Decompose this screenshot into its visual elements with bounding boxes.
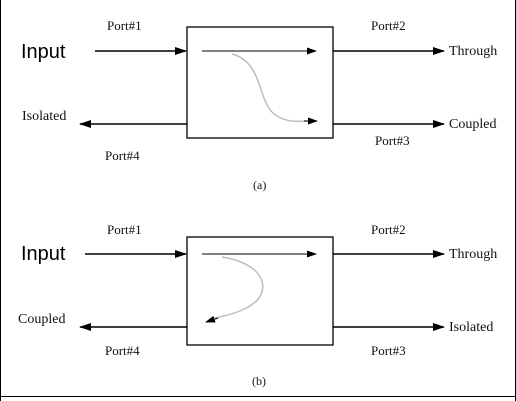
panel-a-port3-label: Port#3 — [375, 133, 410, 148]
panel-a-port2-label: Port#2 — [371, 18, 406, 33]
panel-b-coupler-box — [186, 236, 334, 346]
panel-b-isolated-label: Isolated — [449, 320, 493, 335]
frame-left-border — [0, 0, 1, 401]
panel-b-internal-coupled-curve — [214, 256, 264, 319]
panel-b-port4-label: Port#4 — [105, 343, 140, 358]
panel-a-through-label: Through — [449, 44, 497, 59]
panel-a-internal-coupled-curve — [231, 53, 307, 123]
panel-a-isolated-label: Isolated — [22, 109, 66, 124]
panel-b-port1-label: Port#1 — [107, 222, 142, 237]
panel-b-caption: (b) — [252, 374, 266, 388]
panel-a-port4-label: Port#4 — [105, 148, 140, 163]
panel-a: Input Port#1 Port#2 Port#3 Port#4 Throug… — [21, 18, 497, 192]
panel-b: Input Port#1 Port#2 Port#3 Port#4 Throug… — [18, 222, 497, 388]
panel-b-port2-label: Port#2 — [371, 222, 406, 237]
panel-b-input-label: Input — [21, 243, 66, 265]
panel-a-caption: (a) — [253, 178, 266, 192]
panel-b-port3-label: Port#3 — [371, 343, 406, 358]
panel-b-coupled-label: Coupled — [18, 312, 65, 327]
panel-b-through-label: Through — [449, 247, 497, 262]
panel-a-coupler-box — [186, 26, 334, 139]
panel-a-coupled-label: Coupled — [449, 117, 496, 132]
panel-a-port1-label: Port#1 — [107, 18, 142, 33]
frame-bottom-border — [0, 396, 516, 397]
panel-b-internal-coupled-arrowhead — [205, 315, 219, 323]
panel-a-input-label: Input — [21, 41, 66, 63]
